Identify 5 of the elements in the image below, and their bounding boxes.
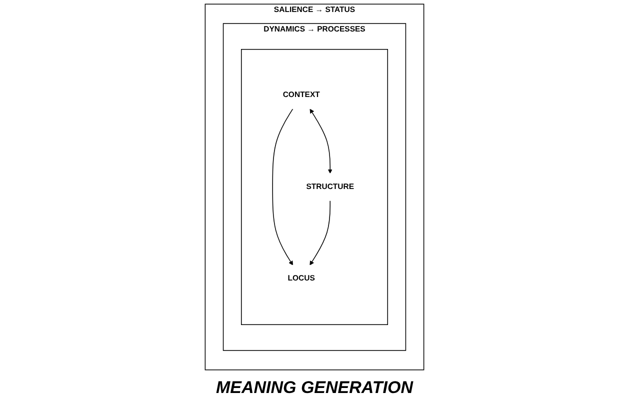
- cluster: [240, 48, 388, 326]
- arrow: [272, 108, 294, 266]
- caption: MEANING GENERATION: [216, 378, 414, 398]
- arrow: [310, 200, 330, 266]
- arrow: [310, 108, 332, 174]
